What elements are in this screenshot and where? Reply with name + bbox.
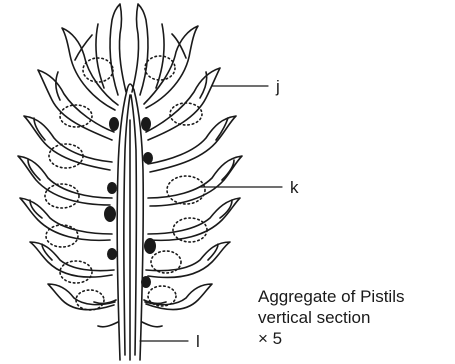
figure-caption: Aggregate of Pistils vertical section × … — [258, 286, 404, 349]
label-j: j — [276, 78, 280, 95]
caption-line-1: Aggregate of Pistils — [258, 286, 404, 307]
label-l: l — [196, 333, 200, 350]
caption-line-3: × 5 — [258, 328, 404, 349]
pistils-left — [18, 28, 118, 310]
central-stem — [117, 84, 143, 360]
pistils-right — [144, 26, 242, 310]
pistils-top — [96, 4, 164, 95]
caption-line-2: vertical section — [258, 307, 404, 328]
label-k: k — [290, 179, 299, 196]
